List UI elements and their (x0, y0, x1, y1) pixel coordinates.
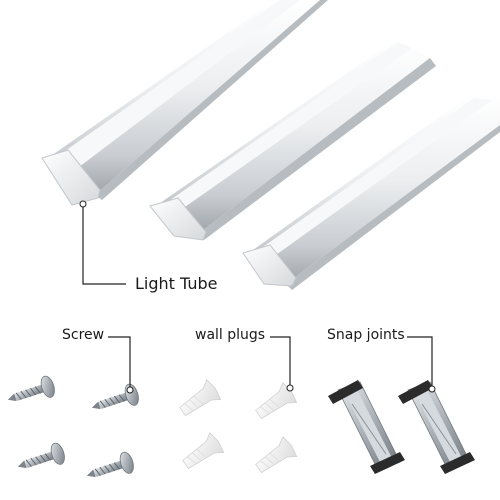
light-tube-1 (41, 0, 328, 206)
wall-plugs-leader (270, 336, 294, 392)
wall-plug-4 (255, 436, 298, 474)
wall-plug-2 (255, 382, 298, 420)
light-tube-3 (242, 95, 500, 290)
snap-joints-leader (407, 336, 436, 393)
screw-label: Screw (62, 327, 105, 343)
light-tube-label: Light Tube (135, 274, 218, 293)
screw-2 (91, 383, 139, 410)
snap-joint-2 (398, 380, 475, 474)
wall-plugs-label: wall plugs (195, 327, 266, 343)
screw-4 (86, 451, 134, 478)
snap-joints-label: Snap joints (327, 327, 405, 343)
wall-plug-3 (182, 432, 225, 470)
light-tube-leader (79, 200, 126, 285)
snap-joint-1 (328, 380, 405, 474)
screw-3 (17, 442, 65, 469)
light-tube-2 (149, 40, 436, 241)
screw-1 (7, 375, 55, 402)
wall-plug-1 (179, 379, 222, 417)
screw-leader (108, 336, 134, 394)
